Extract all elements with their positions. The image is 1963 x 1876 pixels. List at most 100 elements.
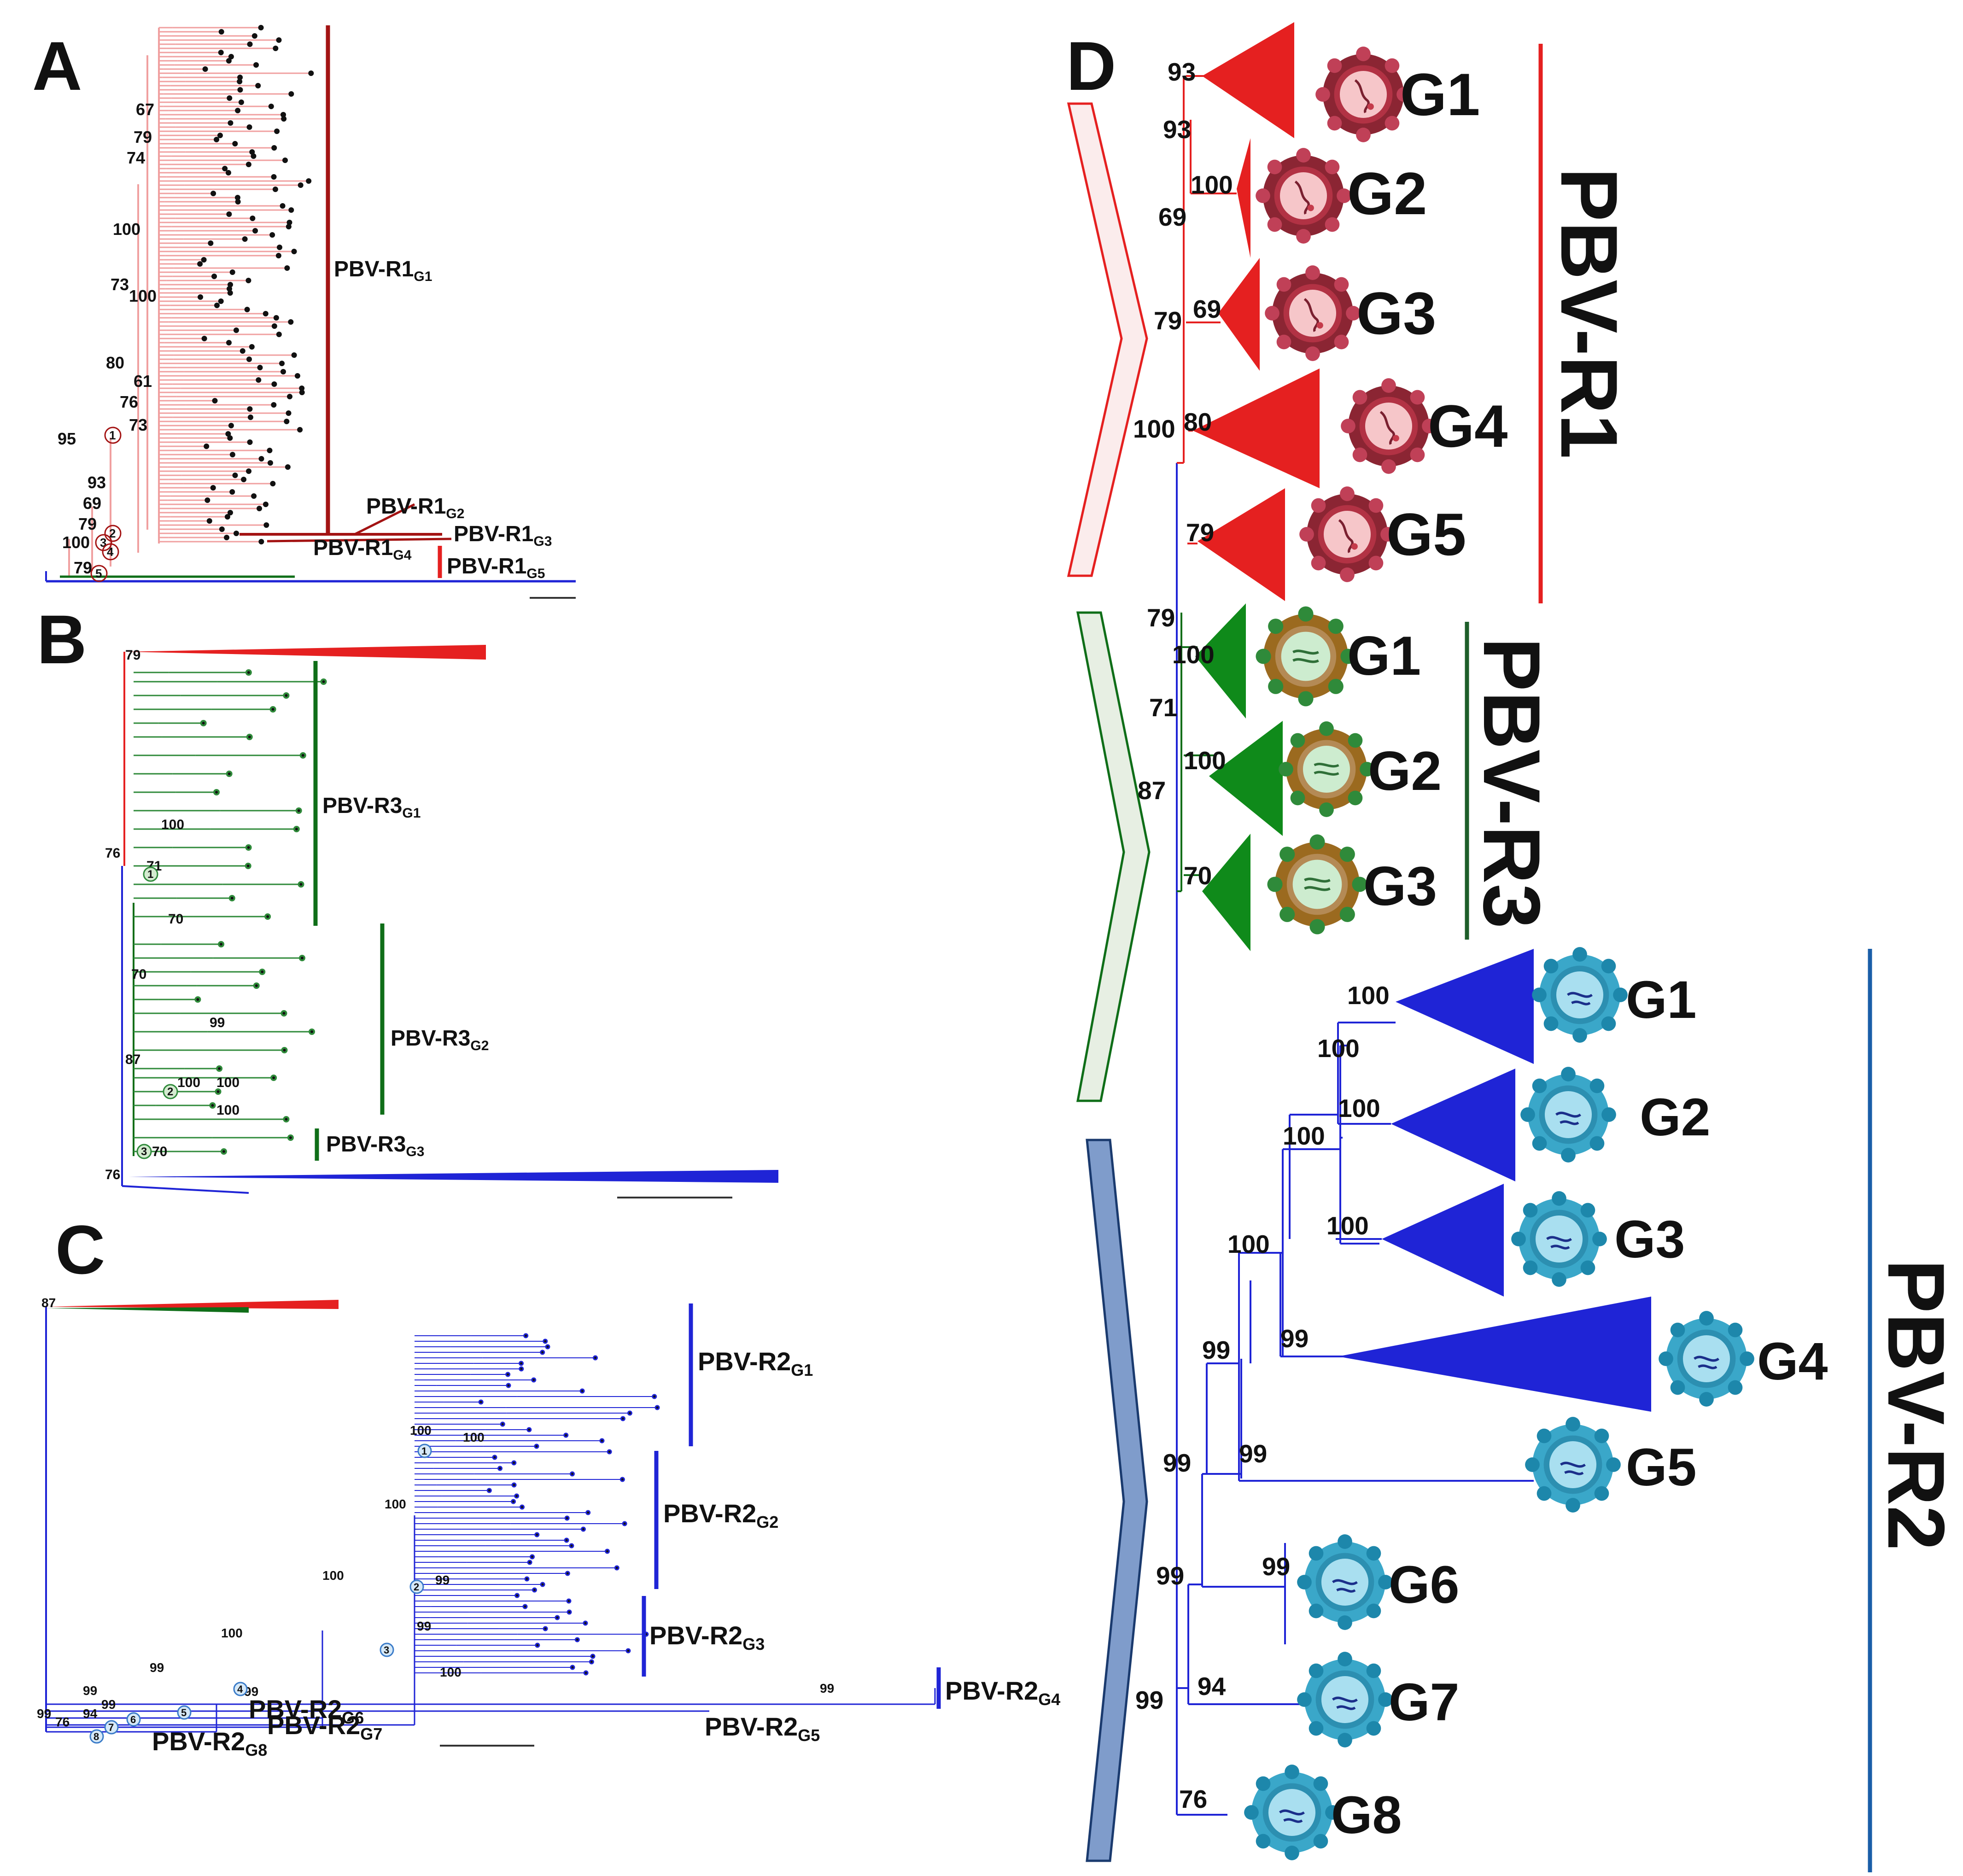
- tip-node: [271, 402, 277, 408]
- tip-node: [234, 531, 240, 536]
- tip-node: [253, 982, 260, 989]
- tip-node: [235, 199, 241, 205]
- tip-node: [232, 473, 238, 478]
- panel-d-boot: 100: [1283, 1122, 1325, 1150]
- panel-d-boot: 69: [1193, 295, 1221, 323]
- panel-c-boot: 100: [322, 1568, 344, 1583]
- tip-node: [543, 1626, 548, 1631]
- tip-node: [200, 720, 207, 726]
- tip-node: [249, 344, 255, 350]
- panel-a-boot: 73: [111, 275, 129, 294]
- panel-b-boot: 99: [210, 1015, 225, 1030]
- tip-node: [227, 510, 233, 515]
- subgroup-label: G3: [1614, 1210, 1685, 1269]
- virion-icon: [1299, 486, 1395, 582]
- panel-a-boot: 100: [62, 533, 90, 552]
- tip-node: [297, 427, 303, 432]
- tip-node: [593, 1355, 598, 1361]
- tip-node: [532, 1587, 537, 1593]
- tip-node: [569, 1471, 575, 1477]
- panel-a-label-g4: PBV-R1G4: [313, 536, 412, 563]
- panel-c-boot: 87: [41, 1296, 56, 1310]
- panel-d-boot: 80: [1184, 408, 1212, 436]
- tip-node: [607, 1449, 612, 1455]
- tip-node: [523, 1333, 529, 1338]
- tip-node: [287, 1134, 294, 1141]
- tip-node: [238, 99, 244, 105]
- panel-c-boot: 94: [83, 1707, 98, 1721]
- tip-node: [569, 1543, 574, 1549]
- panel-b-node-number: 1: [147, 868, 153, 881]
- panel-b-boot: 76: [105, 846, 120, 861]
- tip-node: [242, 236, 248, 242]
- panel-a-boot: 95: [58, 429, 76, 448]
- tip-node: [279, 361, 285, 366]
- tip-node: [241, 477, 247, 482]
- panel-a-boot: 69: [83, 494, 101, 513]
- panel-a-letter: A: [32, 27, 82, 105]
- panel-b-boot: 70: [131, 967, 146, 982]
- tip-node: [614, 1565, 619, 1571]
- tip-node: [590, 1654, 596, 1659]
- tip-node: [570, 1665, 575, 1670]
- tip-node: [276, 332, 282, 337]
- subgroup-label: G5: [1626, 1438, 1696, 1497]
- panel-a-node-number: 2: [109, 526, 116, 540]
- tip-node: [299, 752, 306, 759]
- panel-c-node-number: 5: [181, 1707, 187, 1718]
- panel-b-tree: [134, 669, 327, 1155]
- panel-a-label-g2: PBV-R1G2: [366, 494, 464, 521]
- panel-c-boot: 100: [385, 1497, 406, 1511]
- tip-node: [497, 1466, 503, 1471]
- tip-node: [566, 1598, 572, 1604]
- tip-node: [276, 37, 282, 43]
- tip-node: [201, 257, 207, 263]
- panel-c-node-number: 6: [130, 1714, 136, 1725]
- panel-b-boot: 100: [216, 1103, 240, 1118]
- panel-d-boot: 100: [1172, 640, 1215, 669]
- tip-node: [237, 87, 243, 93]
- tip-node: [276, 245, 282, 250]
- panel-c-boot: 99: [37, 1707, 51, 1721]
- panel-d-boot: 99: [1156, 1561, 1184, 1590]
- collapsed-r2-g3: [1382, 1184, 1504, 1297]
- tip-node: [281, 1047, 288, 1053]
- panel-c-boot: 99: [83, 1683, 97, 1698]
- tip-node: [227, 282, 233, 287]
- tip-node: [256, 377, 262, 383]
- panel-b-label-g1: PBV-R3G1: [322, 794, 421, 821]
- panel-d-boot: 69: [1158, 203, 1186, 231]
- tip-node: [285, 464, 291, 470]
- tip-node: [252, 228, 258, 234]
- tip-node: [257, 365, 263, 370]
- tip-node: [227, 286, 233, 292]
- tip-node: [514, 1493, 520, 1499]
- tip-node: [227, 95, 233, 101]
- tip-node: [228, 120, 234, 126]
- tip-node: [245, 278, 251, 283]
- panel-b-label-g3: PBV-R3G3: [326, 1132, 424, 1159]
- collapsed-r3-g3: [1202, 834, 1250, 951]
- tip-node: [543, 1338, 548, 1344]
- tip-node: [233, 327, 239, 333]
- tip-node: [299, 386, 305, 391]
- panel-d-boot: 100: [1184, 746, 1226, 775]
- panel-c-collapsed-r3: [46, 1307, 249, 1313]
- tip-node: [229, 489, 235, 495]
- tip-node: [249, 149, 255, 155]
- panel-c-boot: 99: [820, 1681, 834, 1695]
- tip-node: [580, 1526, 586, 1532]
- tip-node: [225, 431, 231, 437]
- tip-node: [253, 62, 259, 68]
- tip-node: [506, 1383, 511, 1388]
- virion-icon: [1297, 1652, 1393, 1747]
- tip-node: [213, 789, 220, 795]
- subgroup-label: G1: [1347, 625, 1421, 687]
- tip-node: [585, 1510, 591, 1515]
- tip-node: [589, 1659, 594, 1665]
- tip-node: [218, 941, 225, 947]
- virion-icon: [1659, 1311, 1754, 1407]
- tip-node: [245, 863, 251, 869]
- subgroup-label: G2: [1368, 740, 1442, 802]
- panel-d-r3-tree: [1177, 613, 1216, 892]
